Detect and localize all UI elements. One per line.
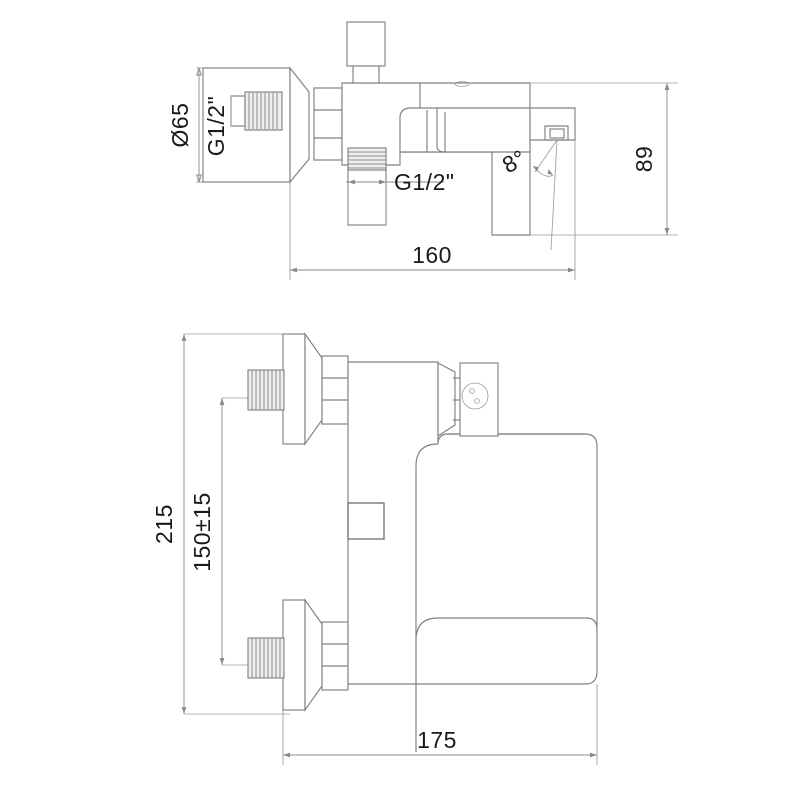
hex-nut-top xyxy=(313,87,343,161)
height-dimension-89: 89 xyxy=(530,82,678,236)
label-outlet-g12-top: G1/2" xyxy=(394,169,455,195)
lower-flange-bottom-view xyxy=(247,598,349,712)
label-inlet-g12-top: G1/2" xyxy=(203,96,229,157)
bottom-view-group: 215 150±15 xyxy=(151,332,598,765)
diverter-knob-top xyxy=(346,21,386,84)
diameter-dimension: Ø65 xyxy=(167,66,203,184)
label-height-89: 89 xyxy=(631,146,657,173)
cartridge-handle-bottom xyxy=(437,362,499,438)
label-projection-160: 160 xyxy=(412,242,452,268)
spout-assembly-top xyxy=(399,107,576,153)
body-detail-plate xyxy=(347,502,385,540)
width-dimension-175: 175 xyxy=(282,684,598,765)
top-view-group: Ø65 G1/2" xyxy=(167,21,678,280)
label-total-height-215: 215 xyxy=(151,504,177,544)
fixing-screw-top xyxy=(454,81,470,87)
thread-hatch-upper xyxy=(251,370,281,410)
upper-flange-bottom-view xyxy=(247,332,349,446)
outlet-thread-top: G1/2" xyxy=(346,147,455,226)
total-height-dimension-215: 215 xyxy=(151,333,290,715)
thread-hatch-inlet xyxy=(248,92,278,130)
label-width-175: 175 xyxy=(417,727,457,753)
label-diameter-65: Ø65 xyxy=(167,103,193,148)
centre-distance-dimension-150: 150±15 xyxy=(189,397,250,666)
projection-dimension-160: 160 xyxy=(289,140,576,280)
thread-hatch-outlet xyxy=(348,151,386,169)
mixer-body-bottom xyxy=(347,361,598,752)
thread-hatch-lower xyxy=(251,638,281,678)
label-centre-distance-150: 150±15 xyxy=(189,492,215,572)
inlet-thread-top: G1/2" xyxy=(203,91,283,157)
